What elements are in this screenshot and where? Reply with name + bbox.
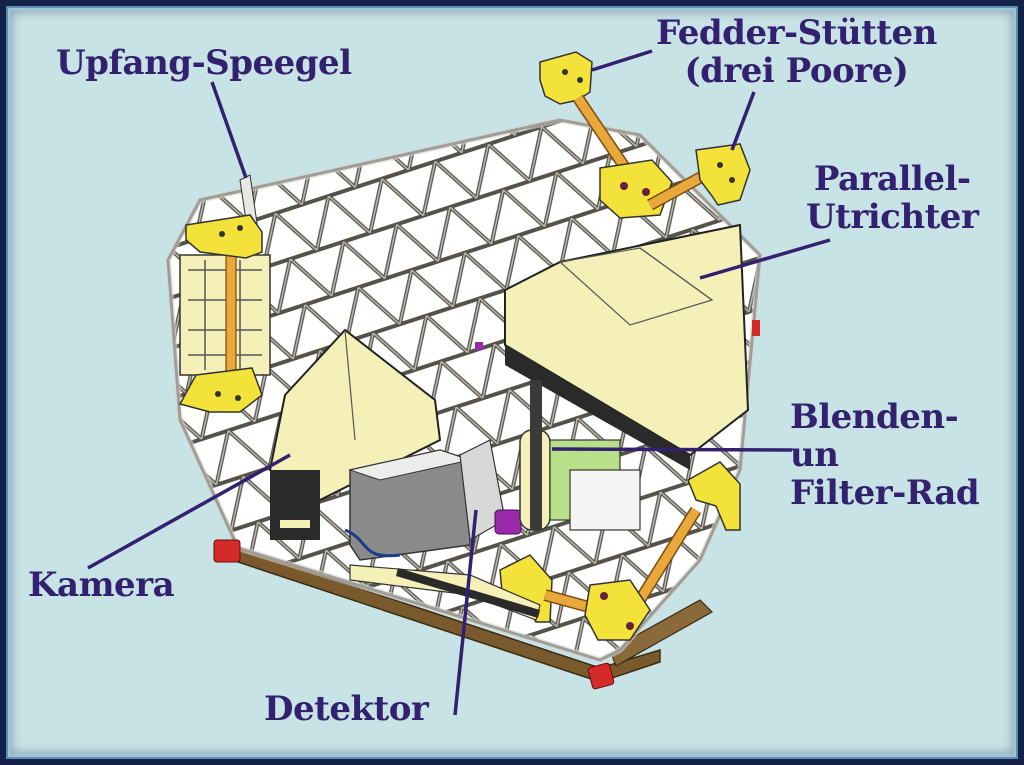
leader-parallel [699,238,831,280]
label-line: Upfang-Speegel [56,43,352,83]
label-line: Fedder-Stütten [656,13,937,53]
label-line: (drei Poore) [684,51,909,91]
leader-kamera [87,453,291,570]
label-camera: Kamera [28,565,175,605]
collimator-housing [504,223,750,470]
leader-blenden [551,447,793,452]
leader-upfang [210,81,248,179]
red-connector-bottom [587,662,615,690]
filter-wheel [519,380,641,531]
label-line: Detektor [264,689,429,729]
support-strut-left [178,214,263,413]
label-pickoff-mirror: Upfang-Speegel [56,44,352,82]
label-line: Utrichter [806,197,979,237]
leader-detektor [453,509,478,716]
leader-lines [87,49,831,716]
label-line: un [790,435,839,475]
label-filter-wheel: Blenden- un Filter-Rad [790,397,980,513]
camera-housing [268,328,442,540]
label-collimator: Parallel- Utrichter [806,159,979,237]
support-strut-top [539,51,751,219]
label-line: Filter-Rad [790,473,980,513]
leader-fedder-top [591,49,653,72]
label-line: Blenden- [790,397,959,437]
label-line: Kamera [28,565,175,605]
label-line: Parallel- [813,159,971,199]
label-spring-struts: Fedder-Stütten (drei Poore) [656,14,937,90]
red-connector-right [752,320,760,336]
label-detector: Detektor [264,689,429,729]
base-front-wall [609,599,713,667]
detector-block [344,439,522,561]
purple-marker [475,342,483,350]
support-strut-bottom-right [499,461,741,641]
leader-fedder-right [730,91,756,151]
red-connector-left [213,539,241,563]
